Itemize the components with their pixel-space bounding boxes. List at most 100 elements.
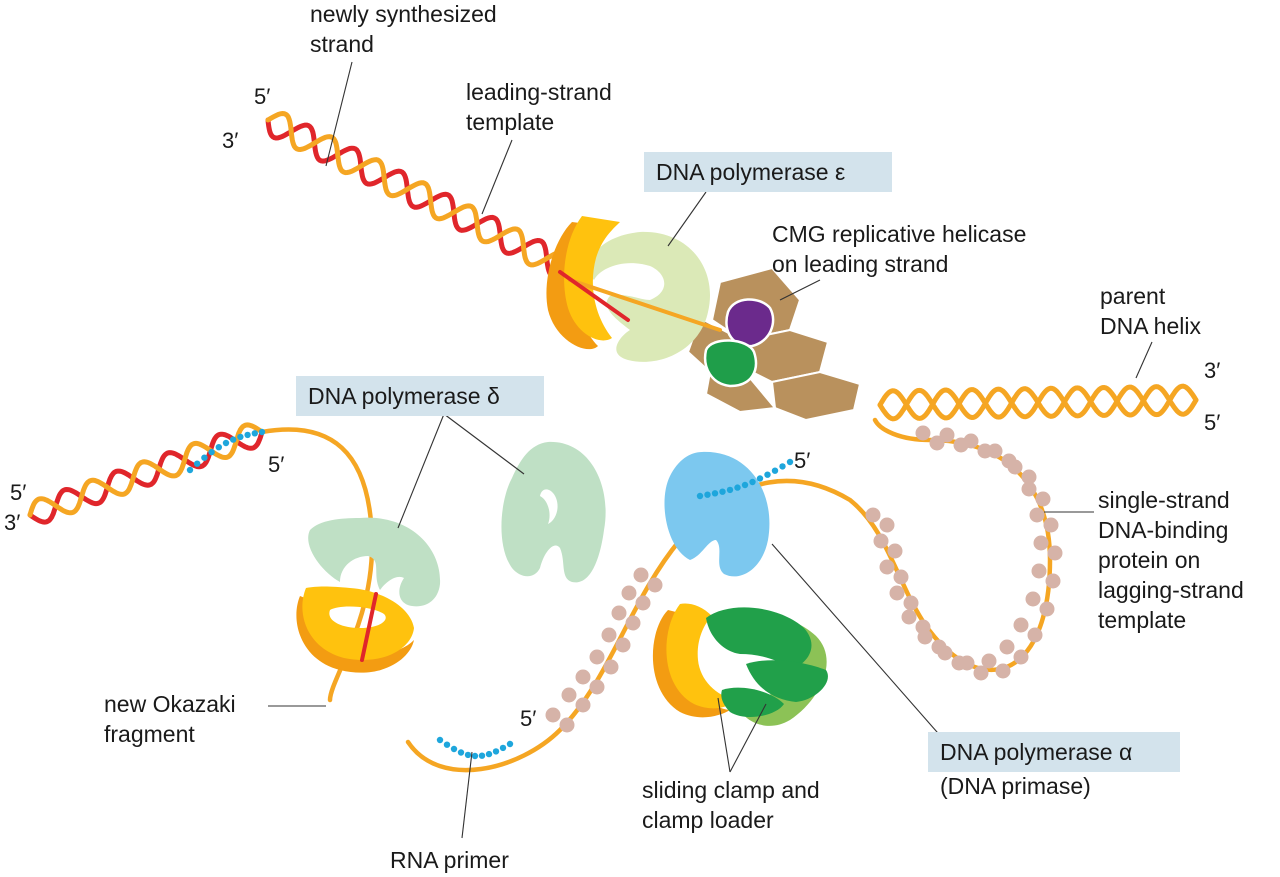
ssb-bead <box>575 697 591 713</box>
leading-strand-helix <box>265 110 573 280</box>
end-top-5: 5′ <box>254 84 270 109</box>
ssb-bead <box>603 659 619 675</box>
label-pol-delta: DNA polymerase δ <box>308 383 500 409</box>
rna-dot <box>194 460 201 467</box>
sliding-clamp-left <box>296 586 414 673</box>
ssb-bead <box>589 679 605 695</box>
rna-dot <box>779 463 786 470</box>
ssb-bead <box>589 649 605 665</box>
leading-strand-1 <box>265 117 573 280</box>
ssb-bead <box>887 543 903 559</box>
rna-dot <box>499 744 507 752</box>
rna-dot <box>436 736 444 744</box>
rna-dot <box>771 467 779 474</box>
ssb-bead <box>893 569 909 585</box>
rna-dot <box>186 466 194 474</box>
ssb-bead <box>1045 573 1061 589</box>
lagging-strand-helix <box>27 422 265 525</box>
rna-dot <box>258 428 266 436</box>
ssb-bead <box>959 655 975 671</box>
ssb-bead <box>1029 507 1045 523</box>
ssb-bead <box>879 517 895 533</box>
ssb-protein-beads <box>545 425 1063 733</box>
sliding-clamp-top <box>546 216 620 350</box>
end-top-3: 3′ <box>222 128 238 153</box>
rna-dot <box>711 490 719 497</box>
ssb-bead <box>615 637 631 653</box>
ssb-bead <box>559 717 575 733</box>
label-cmg-2: on leading strand <box>772 251 948 277</box>
rna-dot <box>215 444 222 451</box>
label-clamp-2: clamp loader <box>642 807 774 833</box>
leading-strand-2 <box>265 110 573 273</box>
dna-polymerase-epsilon <box>589 231 711 362</box>
rna-dot <box>506 740 514 748</box>
rna-dot <box>450 745 458 753</box>
rna-dot <box>251 430 258 437</box>
rna-dot <box>237 433 244 441</box>
ssb-bead <box>1021 469 1037 485</box>
ssb-bead <box>1035 491 1051 507</box>
dna-polymerase-alpha <box>664 451 770 577</box>
rna-dot <box>756 475 764 482</box>
ssb-bead <box>953 437 969 453</box>
label-ssb-5: template <box>1098 607 1186 633</box>
rna-dot <box>471 752 479 760</box>
ssb-bead <box>873 533 889 549</box>
end-right-3: 3′ <box>1204 358 1220 383</box>
end-primer-5: 5′ <box>520 706 536 731</box>
rna-dot <box>741 481 749 489</box>
rna-primer-dots <box>186 428 794 760</box>
ssb-bead <box>575 669 591 685</box>
ssb-bead <box>865 507 881 523</box>
ssb-bead <box>635 595 651 611</box>
label-pol-epsilon: DNA polymerase ε <box>656 159 845 185</box>
rna-dot <box>719 488 726 495</box>
rna-dot <box>726 486 734 494</box>
ssb-bead <box>981 653 997 669</box>
leading-strand-new-end <box>558 270 630 322</box>
ssb-bead <box>1031 563 1047 579</box>
ssb-bead <box>901 609 917 625</box>
label-clamp-1: sliding clamp and <box>642 777 820 803</box>
pol-delta-box <box>296 376 544 416</box>
end-left-5: 5′ <box>10 480 26 505</box>
label-cmg: CMG replicative helicase <box>772 221 1026 247</box>
rna-dot <box>485 750 493 758</box>
label-primase: (DNA primase) <box>940 773 1091 799</box>
ssb-bead <box>917 629 933 645</box>
ssb-bead <box>1039 601 1055 617</box>
label-ssb-4: lagging-strand <box>1098 577 1244 603</box>
cmg-helicase <box>686 266 862 422</box>
lagging-strand-1 <box>27 429 265 525</box>
dna-polymerase-delta-bound <box>308 517 441 607</box>
ssb-bead <box>1013 617 1029 633</box>
label-ssb-2: DNA-binding <box>1098 517 1228 543</box>
ssb-bead <box>937 645 953 661</box>
rna-dot <box>749 478 756 486</box>
ssb-bead <box>625 615 641 631</box>
label-fragment: fragment <box>104 721 195 747</box>
end-right-5: 5′ <box>1204 410 1220 435</box>
rna-dot <box>464 751 472 759</box>
ssb-bead <box>621 585 637 601</box>
ssb-bead <box>889 585 905 601</box>
rna-dot <box>704 491 711 498</box>
dna-polymerase-delta-free <box>501 441 606 583</box>
end-mid-5: 5′ <box>268 452 284 477</box>
label-ssb-3: protein on <box>1098 547 1200 573</box>
ssb-bead <box>929 435 945 451</box>
rna-dot <box>457 749 465 756</box>
label-parent-2: DNA helix <box>1100 313 1201 339</box>
rna-dot <box>201 454 208 461</box>
okazaki-fragment-red <box>360 592 378 662</box>
rna-dot <box>734 484 741 491</box>
ssb-bead <box>977 443 993 459</box>
label-ssb-1: single-strand <box>1098 487 1230 513</box>
strand-ends: 5′ 3′ 3′ 5′ 5′ 3′ 5′ 5′ 5′ <box>4 84 1220 731</box>
ssb-bead <box>995 663 1011 679</box>
leader-lines <box>268 61 1153 839</box>
labels: newly synthesized strand leading-strand … <box>104 1 1244 873</box>
leading-strand-through <box>568 278 722 332</box>
